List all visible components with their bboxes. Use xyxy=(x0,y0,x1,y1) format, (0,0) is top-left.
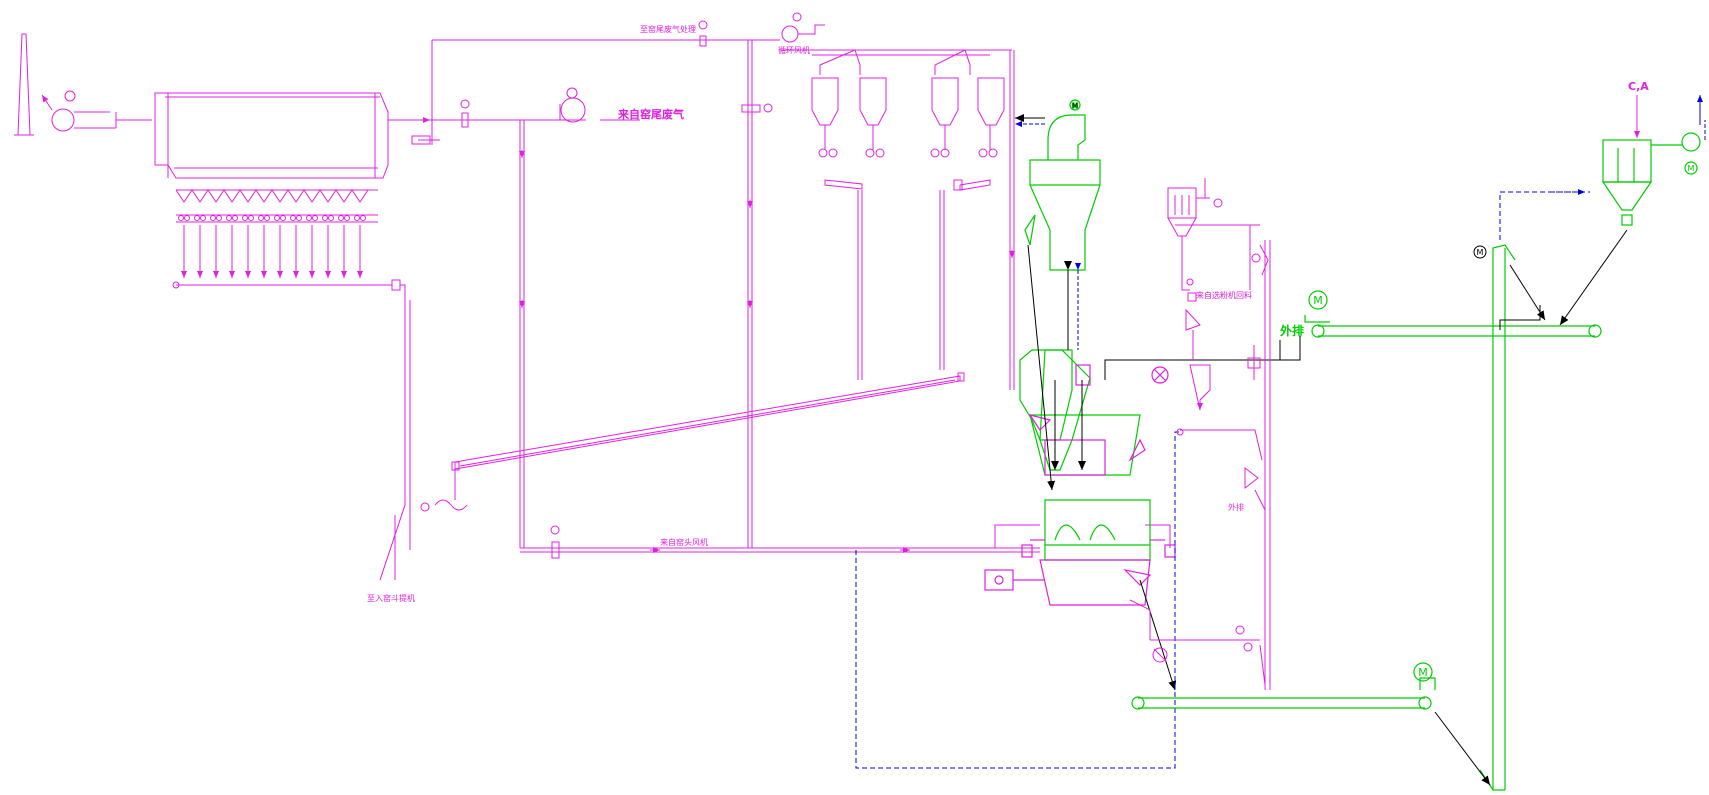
svg-text:M: M xyxy=(1477,248,1484,257)
belt-transfer-arrows xyxy=(1280,229,1628,786)
small-bag-filter xyxy=(1167,178,1223,411)
valve-icon xyxy=(210,215,216,221)
label-top-fan-note: 至窑尾废气处理 xyxy=(640,25,696,34)
upper-belt-conveyor xyxy=(1304,290,1602,338)
lower-belt-conveyor xyxy=(1131,662,1436,710)
label-hot-air-from-kiln: 来自窑头风机 xyxy=(660,538,708,547)
mill-outlet-arrows xyxy=(1015,114,1081,350)
material-flow-lines xyxy=(1027,244,1281,691)
svg-text:M: M xyxy=(1072,102,1078,110)
vertical-roller-mill xyxy=(984,349,1176,606)
rotary-feeder xyxy=(420,470,468,512)
filter-drop-lines xyxy=(178,215,366,278)
elevator-motor xyxy=(1473,245,1487,259)
valve-icon xyxy=(216,215,222,221)
valve-icon xyxy=(226,215,232,221)
inclined-screw-conveyor xyxy=(451,372,965,471)
valve-icon xyxy=(338,215,344,221)
valve-icon xyxy=(306,215,312,221)
cyclone-group xyxy=(811,49,1005,380)
valve-icon xyxy=(248,215,254,221)
label-ca: C,A xyxy=(1628,80,1649,93)
valve-icon xyxy=(280,215,286,221)
exhaust-fan xyxy=(41,90,117,132)
label-separator-note: 来自选粉机回料 xyxy=(1196,291,1252,300)
mill-top-collector: M xyxy=(1024,99,1101,271)
bag-filter xyxy=(116,92,401,291)
reject-system xyxy=(1129,224,1271,690)
valve-icon xyxy=(264,215,270,221)
svg-text:M: M xyxy=(1688,164,1695,173)
waste-gas-fan xyxy=(559,87,586,123)
circulating-fan xyxy=(781,12,825,43)
right-bag-filter xyxy=(1601,132,1701,226)
blue-dashed-loop xyxy=(855,189,1590,769)
valve-icon xyxy=(296,215,302,221)
chimney xyxy=(14,33,34,136)
valve-icon xyxy=(328,215,334,221)
dust-to-elevator-line xyxy=(379,284,411,581)
valve-icon xyxy=(242,215,248,221)
svg-text:M: M xyxy=(1418,666,1428,679)
valve-icon xyxy=(184,215,190,221)
label-waste-gas-in: 来自窑尾废气 xyxy=(618,108,684,121)
label-to-elevator: 至入窑斗提机 xyxy=(367,594,415,603)
valve-icon xyxy=(178,215,184,221)
hot-air-line xyxy=(520,524,1171,559)
valve-icon xyxy=(290,215,296,221)
motor-symbols: M M M M M xyxy=(1072,102,1695,679)
valve-icon xyxy=(344,215,350,221)
ca-feed-arrow xyxy=(1634,95,1706,140)
svg-text:M: M xyxy=(1313,294,1323,307)
valve-icon xyxy=(274,215,280,221)
valve-icon xyxy=(200,215,206,221)
valve-icon xyxy=(322,215,328,221)
valve-icon xyxy=(312,215,318,221)
valve-icon xyxy=(232,215,238,221)
valve-icon xyxy=(354,215,360,221)
label-fan-note: 循环风机 xyxy=(778,46,810,55)
label-stone-discharge: 外排 xyxy=(1228,503,1244,512)
filter-hoppers xyxy=(175,189,378,223)
valve-icon xyxy=(194,215,200,221)
waste-gas-duct xyxy=(388,20,780,145)
valve-icon xyxy=(360,215,366,221)
label-external-discharge: 外排 xyxy=(1280,324,1305,338)
bucket-elevator xyxy=(1479,244,1516,791)
svg-text:M: M xyxy=(1072,102,1078,110)
vertical-ducts xyxy=(519,40,1015,548)
valve-icon xyxy=(258,215,264,221)
